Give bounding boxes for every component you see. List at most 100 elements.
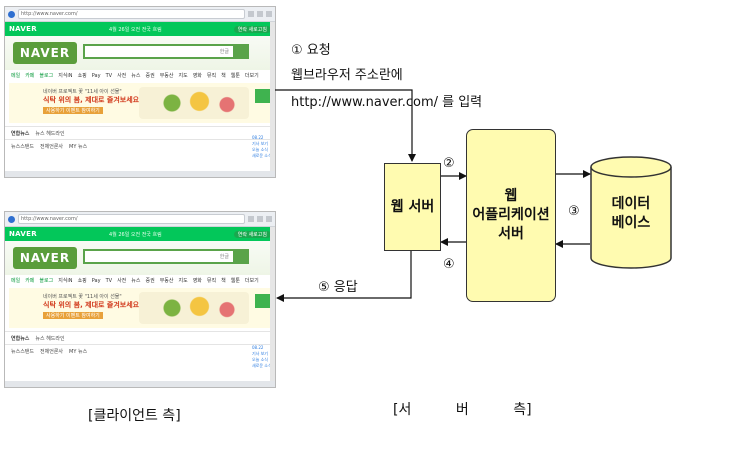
step1-desc-2: http://www.naver.com/ 를 입력 <box>291 95 483 110</box>
step2-label: ② <box>443 156 455 171</box>
topbar-promo: 4월 26일 오전 전국 흐림 <box>108 26 162 33</box>
response-arrow <box>276 251 412 302</box>
side-link-2: 오늘 소식 <box>252 357 268 362</box>
search-icon <box>235 249 249 264</box>
search-lang-label: 한글 <box>219 49 229 55</box>
browser-scrollbar <box>270 227 275 387</box>
portal-nav-item: 웹툰 <box>230 73 240 79</box>
browser-logo-icon <box>8 10 15 18</box>
portal-nav-item: 뮤직 <box>206 73 217 79</box>
topbar-pill: 연락 새로고침 <box>233 25 271 33</box>
portal-nav-item: TV <box>105 72 113 79</box>
banner-line3: 사용하기 이벤트 참여하기 <box>43 312 103 319</box>
portal-nav-item: Pay <box>91 277 101 284</box>
portal-nav-item: 부동산 <box>159 278 174 284</box>
request-arrow <box>275 89 416 162</box>
browser-statusbar <box>5 171 275 177</box>
news-tab: 전체언론사 <box>40 348 64 355</box>
portal-nav-item: 지식iN <box>58 278 73 284</box>
step1-desc-1: 웹브라우저 주소란에 <box>291 68 403 83</box>
news-tab: MY 뉴스 <box>69 143 88 150</box>
step4-label: ④ <box>443 257 455 272</box>
banner-line2: 식탁 위의 봄, 제대로 즐겨보세요! <box>43 96 143 104</box>
side-link-1: 기사 보기 <box>252 141 268 146</box>
portal-nav-item: 뮤직 <box>206 278 217 284</box>
portal-logo-text: NAVER <box>19 46 71 60</box>
portal-nav-item: 더보기 <box>244 73 259 79</box>
browser-toolbar: http://www.naver.com/ <box>5 7 275 22</box>
app-server-box: 웹 어플리케이션 서버 <box>466 129 556 302</box>
banner-line2: 식탁 위의 봄, 제대로 즐겨보세요! <box>43 301 143 309</box>
portal-nav-item: 웹툰 <box>230 278 240 284</box>
search-lang-label: 한글 <box>219 254 229 260</box>
portal-topbar: NAVER 4월 26일 오전 전국 흐림 연락 새로고침 <box>5 22 275 36</box>
banner-line1: 네이버 프로젝트 꽃 "11세 아이 선물" <box>43 294 122 300</box>
portal-banner: 네이버 프로젝트 꽃 "11세 아이 선물" 식탁 위의 봄, 제대로 즐겨보세… <box>9 288 271 328</box>
side-link-2: 오늘 소식 <box>252 147 268 152</box>
close-icon <box>266 11 272 17</box>
topbar-pill: 연락 새로고침 <box>233 230 271 238</box>
app-server-label-3: 서버 <box>498 226 524 242</box>
step3-label: ③ <box>568 204 580 219</box>
topbar-promo: 4월 26일 오전 전국 흐림 <box>108 231 162 238</box>
side-panel: 08.22 기사 보기 오늘 소식 새로운 소식 <box>252 135 272 159</box>
portal-nav-item: 쇼핑 <box>77 73 87 79</box>
portal-nav-item: 쇼핑 <box>77 278 87 284</box>
banner-food-image <box>139 87 249 119</box>
portal-nav-item: 지도 <box>178 278 188 284</box>
close-icon <box>266 216 272 222</box>
portal-nav-item: 메일 <box>11 73 21 79</box>
browser-screenshot-request: http://www.naver.com/ NAVER 4월 26일 오전 전국… <box>4 6 276 178</box>
portal-nav-item: 사전 <box>117 73 127 79</box>
portal-nav-item: TV <box>105 277 113 284</box>
portal-nav-item: 영화 <box>192 278 202 284</box>
step1-label: ① 요청 <box>291 43 331 58</box>
portal-nav-item: 사전 <box>117 278 127 284</box>
web-server-box: 웹 서버 <box>384 163 441 251</box>
portal-nav-item: 책 <box>221 73 226 79</box>
portal-nav-item: 책 <box>221 278 226 284</box>
search-icon <box>235 44 249 59</box>
portal-logo: NAVER <box>13 42 77 64</box>
banner-food-image <box>139 292 249 324</box>
side-link-3: 새로운 소식 <box>252 153 272 158</box>
browser-toolbar: http://www.naver.com/ <box>5 212 275 227</box>
app-server-label-2: 어플리케이션 <box>472 207 550 223</box>
news-text: 뉴스 헤드라인 <box>35 335 65 342</box>
database-label-2: 베이스 <box>611 215 651 231</box>
portal-nav-item: 뉴스 <box>131 73 141 79</box>
banner-side-ad <box>255 89 271 103</box>
browser-screenshot-response: http://www.naver.com/ NAVER 4월 26일 오전 전국… <box>4 211 276 388</box>
database-cylinder <box>590 156 672 269</box>
portal-logo-small: NAVER <box>9 230 37 238</box>
side-link-1: 기사 보기 <box>252 351 268 356</box>
portal-logo: NAVER <box>13 247 77 269</box>
database-label: 데이터 베이스 <box>591 195 671 233</box>
portal-nav-item: 카페 <box>25 278 35 284</box>
browser-statusbar <box>5 381 275 387</box>
news-tab: 전체언론사 <box>40 143 64 150</box>
portal-search-input: 한글 <box>83 249 235 264</box>
minimize-icon <box>248 216 254 222</box>
portal-nav-item: 증권 <box>145 278 155 284</box>
maximize-icon <box>257 216 263 222</box>
app-server-label-1: 웹 <box>504 188 518 204</box>
address-bar: http://www.naver.com/ <box>18 9 245 19</box>
browser-scrollbar <box>270 22 275 177</box>
news-label: 연합뉴스 <box>11 335 30 342</box>
client-caption: [클라이언트 측] <box>88 408 181 424</box>
portal-nav-item: 부동산 <box>159 73 174 79</box>
banner-side-ad <box>255 294 271 308</box>
portal-nav-item: 영화 <box>192 73 202 79</box>
address-bar: http://www.naver.com/ <box>18 214 245 224</box>
portal-nav-item: 지도 <box>178 73 188 79</box>
portal-search-area: NAVER 한글 <box>5 241 275 275</box>
web-server-label: 웹 서버 <box>390 198 435 215</box>
database-label-1: 데이터 <box>611 196 651 212</box>
portal-nav-item: 증권 <box>145 73 155 79</box>
portal-nav-item: 뉴스 <box>131 278 141 284</box>
banner-line1: 네이버 프로젝트 꽃 "11세 아이 선물" <box>43 89 122 95</box>
news-tab: MY 뉴스 <box>69 348 88 355</box>
